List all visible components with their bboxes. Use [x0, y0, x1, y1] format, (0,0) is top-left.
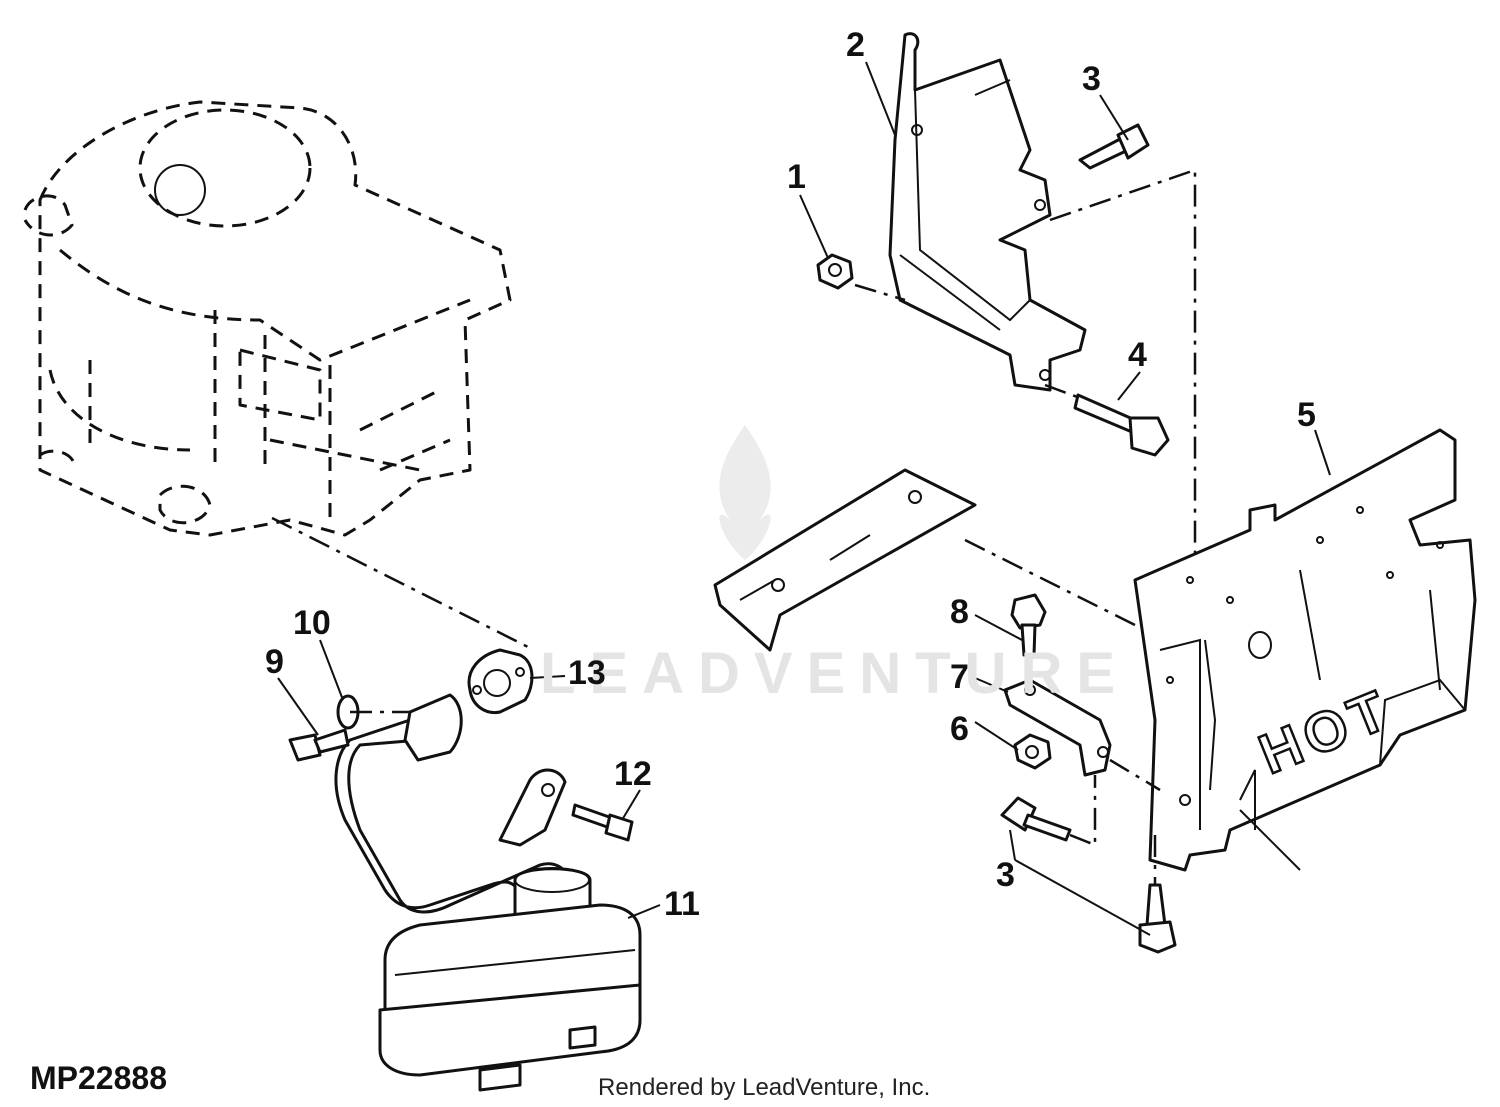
callout-2: 2	[846, 26, 865, 64]
cap-screw	[571, 803, 634, 842]
figure-code: MP22888	[30, 1060, 167, 1096]
callout-13: 13	[568, 654, 606, 692]
nut	[1013, 733, 1052, 770]
callout-7: 7	[950, 658, 969, 696]
callout-12: 12	[614, 755, 652, 793]
engine-mount-leader	[271, 516, 531, 650]
callout-6: 6	[950, 710, 969, 748]
bracket-leader	[1109, 758, 1161, 792]
screw-leader	[1069, 775, 1097, 847]
bolt	[1073, 393, 1170, 457]
bolt	[1010, 593, 1047, 680]
nut	[816, 253, 854, 290]
callout-3-bottom: 3	[996, 856, 1015, 894]
screw	[1078, 123, 1150, 170]
muffler-assembly	[334, 693, 642, 1092]
engine-outline	[23, 100, 512, 537]
callout-8: 8	[950, 593, 969, 631]
callout-5: 5	[1297, 396, 1316, 434]
render-credit: Rendered by LeadVenture, Inc.	[598, 1074, 931, 1101]
gasket	[467, 648, 534, 715]
cap-screw	[288, 728, 350, 762]
nut-leader	[854, 283, 906, 302]
screw	[1000, 796, 1072, 842]
callout-10: 10	[293, 604, 331, 642]
callout-4: 4	[1128, 336, 1147, 374]
screw	[1138, 883, 1177, 954]
callout-3-top: 3	[1082, 60, 1101, 98]
heat-shield-bracket	[888, 32, 1087, 392]
bolt-leader	[1044, 383, 1081, 400]
panel-edge-line	[1239, 809, 1301, 871]
strap-bracket	[1003, 678, 1112, 777]
callout-11: 11	[664, 885, 700, 923]
flame-logo-icon	[719, 425, 771, 560]
support-bar	[713, 468, 977, 652]
screw-leader	[1049, 168, 1197, 580]
side-panel	[1133, 428, 1477, 872]
callout-9: 9	[265, 643, 284, 681]
callout-1: 1	[787, 158, 806, 196]
callout-leaders	[277, 61, 1331, 936]
watermark-text: LEADVENTURE	[540, 641, 1130, 706]
bar-leader	[964, 538, 1146, 632]
